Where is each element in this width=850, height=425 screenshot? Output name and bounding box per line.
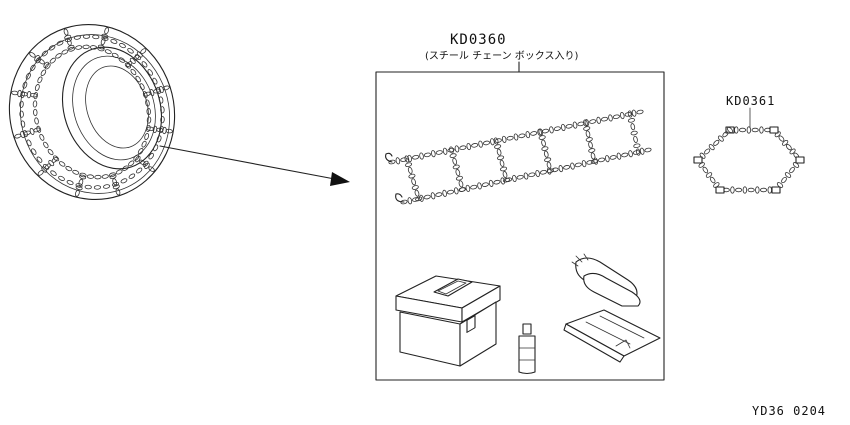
bottle-illustration bbox=[518, 323, 536, 375]
ladder-chain-illustration bbox=[385, 109, 652, 205]
cloth-illustration bbox=[563, 309, 661, 363]
part-description-main: (スチール チェーン ボックス入り) bbox=[425, 51, 579, 62]
tire-with-chain-illustration bbox=[8, 24, 176, 200]
gloves-illustration bbox=[571, 253, 641, 307]
part-number-main: KD0360 bbox=[450, 32, 507, 48]
side-chain-ring-illustration bbox=[693, 107, 805, 194]
drawing-reference-code: YD36 0204 bbox=[752, 404, 827, 418]
part-number-side-chain: KD0361 bbox=[726, 94, 776, 108]
pointer-arrow bbox=[159, 145, 350, 186]
kit-frame bbox=[375, 61, 665, 381]
tool-box-illustration bbox=[395, 275, 501, 367]
